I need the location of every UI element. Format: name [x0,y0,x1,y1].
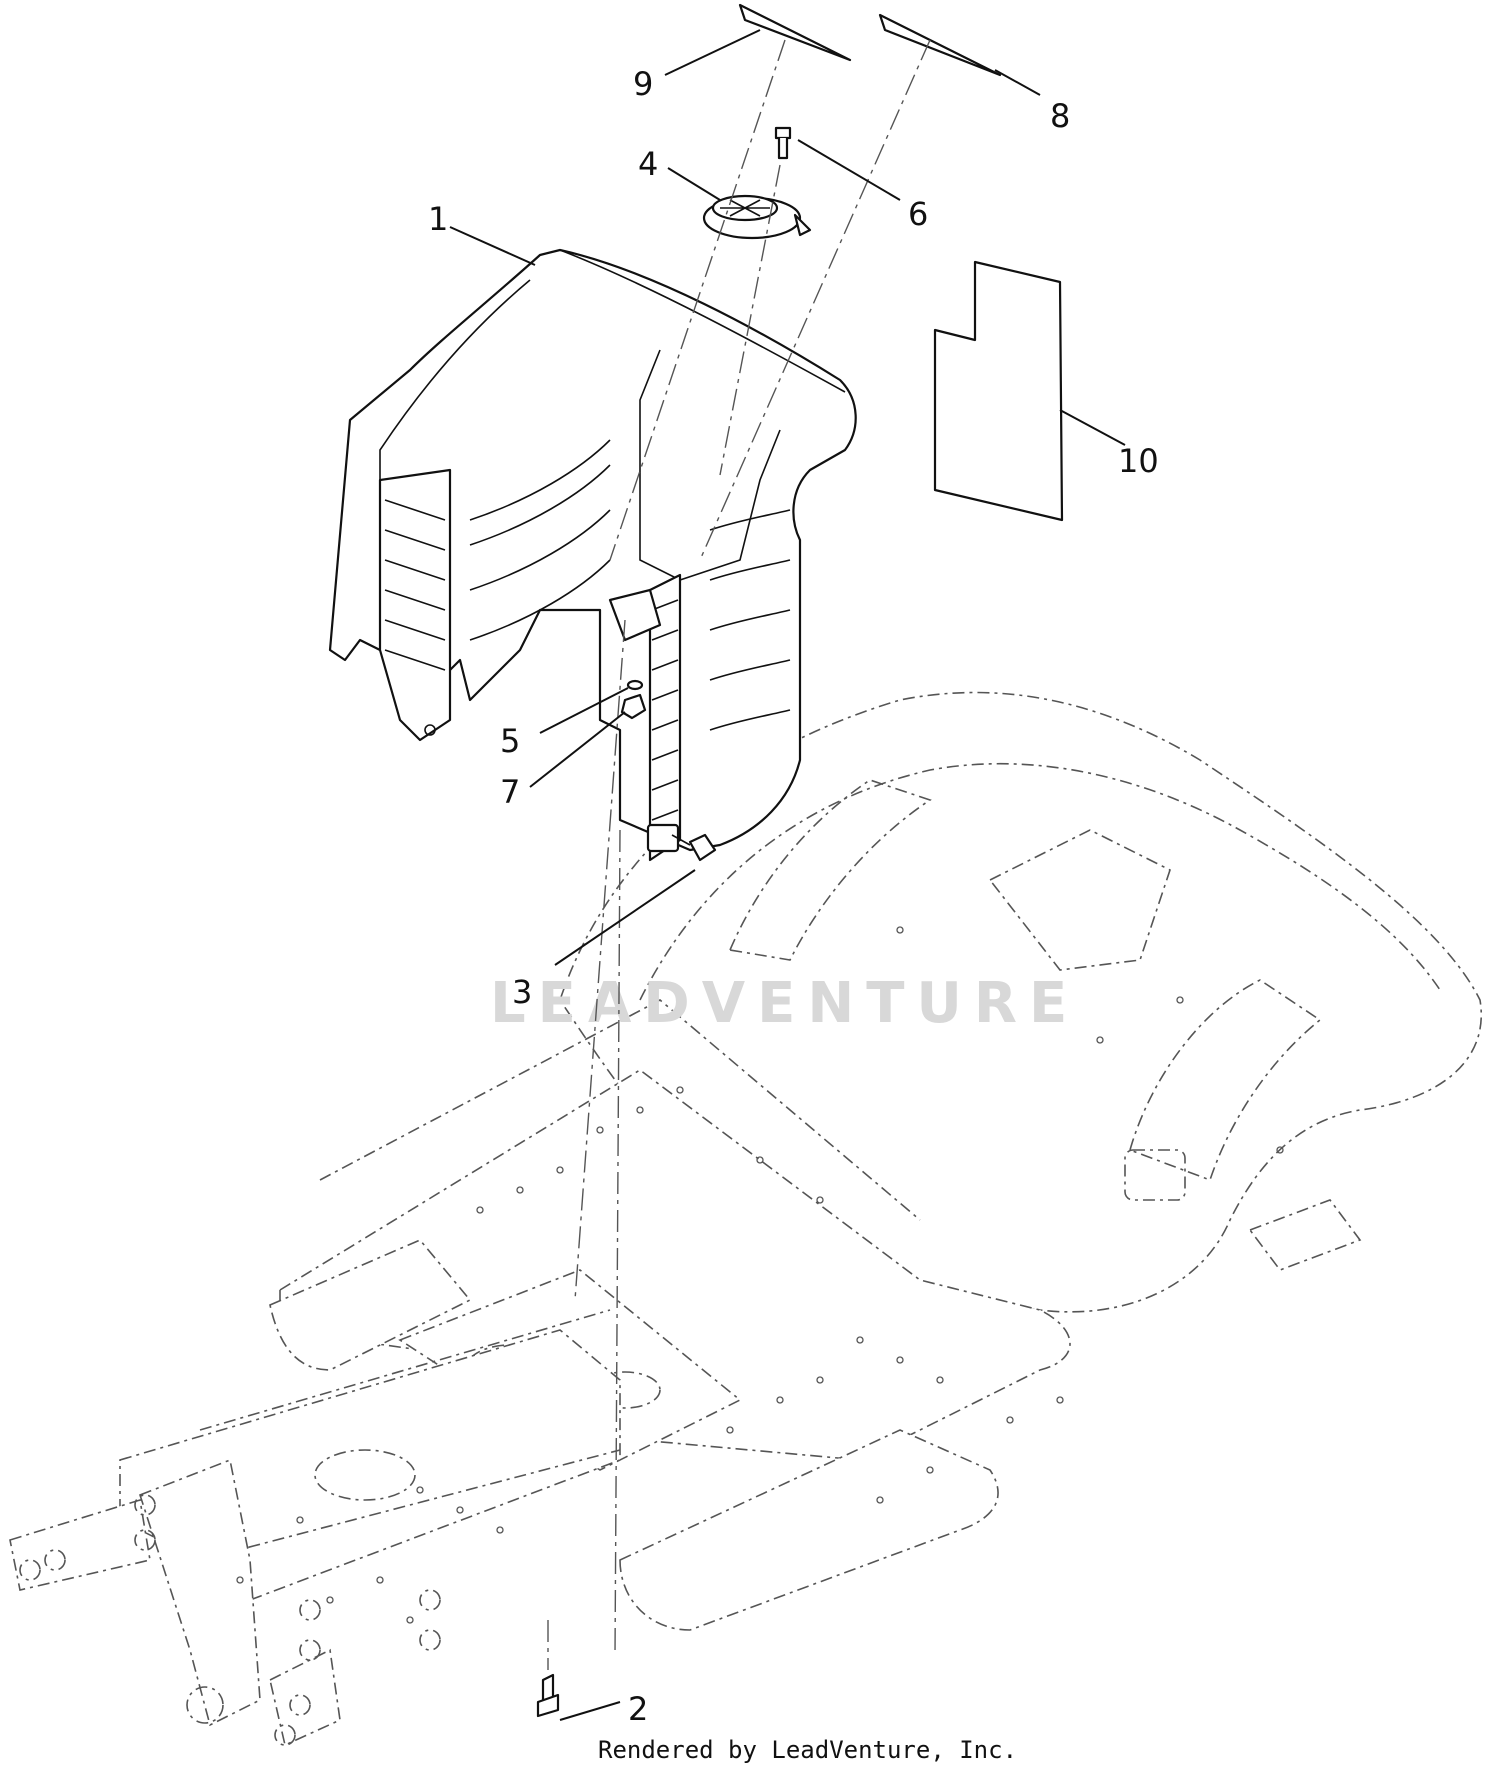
leader-8 [994,69,1041,96]
frame-bolts [19,1494,441,1746]
assembly-centerlines [547,39,931,1670]
bolt-shank [671,834,691,846]
right-fender-slot [1129,979,1322,1182]
axle-eye-left [186,1686,224,1724]
callout-5: 5 [500,722,520,760]
chassis-frame [9,691,1483,1747]
leader-5 [539,687,629,734]
frame-round-plate [314,1449,416,1501]
shroud-rim [559,249,846,393]
right-footrest [619,1429,999,1631]
part-8-decal [878,13,1002,77]
bottom-bolt-head [536,1693,560,1718]
shroud-hole [424,724,436,736]
shroud-body [328,248,857,852]
part-3-bolt [671,833,717,862]
leader-1 [449,226,536,266]
part-9-decal [738,3,852,62]
rear-bracket [1248,1199,1362,1271]
seat-well [988,829,1171,971]
cap-grip [720,199,770,217]
screw-head [774,126,792,140]
callout-3: 3 [512,973,532,1011]
bolt-head [688,833,717,862]
watermark: LEADVENTURE [490,971,1079,1036]
leader-10 [1059,409,1126,446]
frame-rail-bottom [199,1449,621,1561]
leader-9 [664,29,761,76]
floor-pan [279,1069,1071,1461]
axle-bracket [139,1458,261,1727]
leader-3 [554,869,696,966]
fender-handle [1124,1149,1186,1201]
callout-1: 1 [428,200,448,238]
fender-ridge [639,762,1441,1001]
cap-tab [793,213,812,237]
screw-shank [777,138,789,160]
mounting-tab [608,588,662,642]
callout-7: 7 [500,773,520,811]
frame-holes [236,926,1284,1624]
leader-4 [667,167,721,201]
part-7-nut [620,693,647,720]
callout-labels: 1 2 3 4 5 6 7 8 9 10 [428,65,1159,1728]
callout-9: 9 [633,65,653,103]
shroud-inner-wall [379,279,531,650]
lower-mount-block [646,823,680,853]
frame-rail-top [199,1309,611,1431]
right-vent-slats [651,599,679,821]
callout-2: 2 [628,1690,648,1728]
hitch-bracket [269,1648,341,1747]
callout-4: 4 [638,145,658,183]
part-4-cap [702,194,812,240]
part-1-shroud [328,248,857,862]
leader-6 [797,139,901,201]
floor-pan-edge [319,999,921,1221]
left-fender-slot [728,779,932,961]
axle-arm [9,1498,151,1591]
left-vent-grille [378,468,452,742]
leader-lines [449,29,1126,1721]
part-2-bolt [536,1673,560,1718]
leader-6-7 [529,711,626,788]
render-credit: Rendered by LeadVenture, Inc. [598,1736,1017,1764]
callout-10: 10 [1118,442,1159,480]
leader-2 [559,1701,621,1721]
right-side-slots [709,509,791,731]
shroud-ribs [469,439,611,641]
part-10-decal [933,260,1064,522]
part-6-screw [774,126,792,160]
left-footrest [269,1239,472,1371]
callout-8: 8 [1050,97,1070,135]
callout-6: 6 [908,195,928,233]
left-vent-slats [384,499,446,671]
part-5-washer [626,679,644,691]
